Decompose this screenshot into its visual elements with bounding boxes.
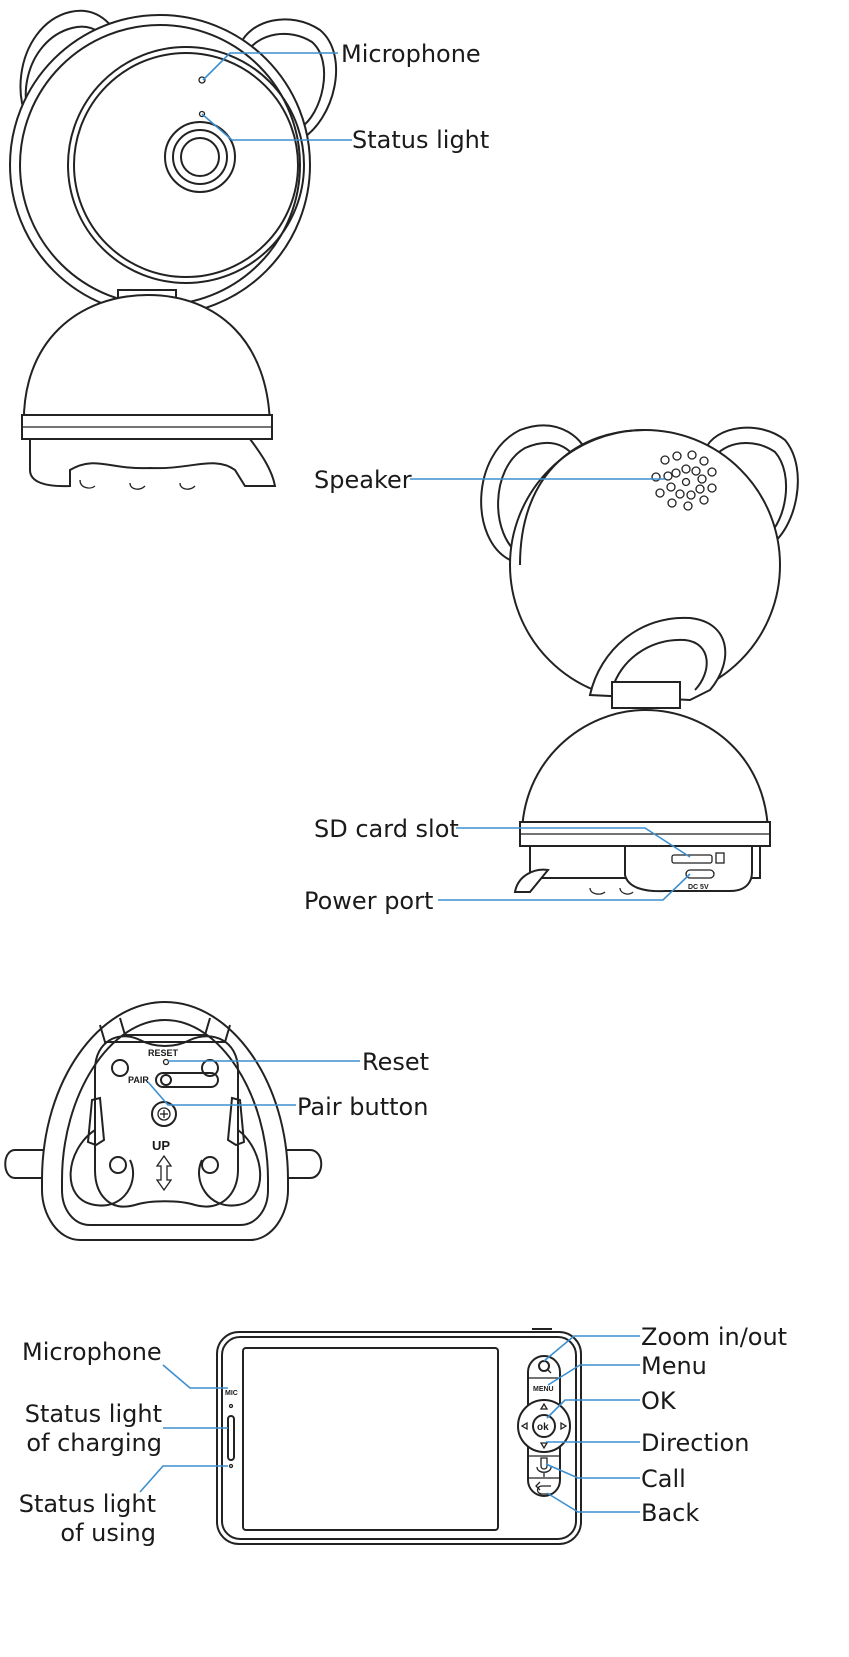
pair-switch	[160, 1074, 172, 1086]
back-callout	[546, 1492, 640, 1513]
label-back: Back	[641, 1499, 699, 1527]
monitor-mic-engraving: MIC	[225, 1390, 238, 1397]
using-light-callout	[139, 1465, 228, 1493]
menu-callout	[547, 1364, 640, 1386]
label-using-line2: of using	[60, 1519, 156, 1547]
label-pair-button: Pair button	[297, 1093, 428, 1121]
power-port-callout	[438, 873, 691, 901]
label-ok: OK	[641, 1387, 677, 1415]
call-callout	[545, 1463, 640, 1479]
power-port-engraving: DC 5V	[688, 884, 709, 891]
camera-bottom-view: RESET PAIR UP Reset Pair button	[4, 1000, 429, 1241]
monitor-view: MIC MENU ok Zoom in/out Menu OK Dire	[19, 1323, 787, 1547]
label-sd-card-slot: SD card slot	[314, 815, 459, 843]
monitor-screen	[242, 1347, 499, 1531]
call-icon	[536, 1457, 552, 1477]
up-engraving: UP	[152, 1138, 170, 1153]
front-microphone-hole	[198, 76, 206, 84]
ok-callout	[546, 1399, 640, 1419]
label-front-microphone: Microphone	[341, 40, 481, 68]
label-monitor-microphone: Microphone	[22, 1338, 162, 1366]
speaker-grille	[651, 450, 717, 511]
front-status-light-dot	[198, 110, 206, 118]
label-reset: Reset	[362, 1048, 429, 1076]
front-microphone-callout	[202, 52, 338, 81]
reset-engraving: RESET	[148, 1048, 179, 1058]
monitor-microphone-callout	[162, 1364, 228, 1389]
label-charging-line1: Status light	[25, 1400, 162, 1428]
label-direction: Direction	[641, 1429, 749, 1457]
label-using-line1: Status light	[19, 1490, 156, 1518]
zoom-callout	[543, 1335, 640, 1362]
back-icon	[535, 1481, 551, 1495]
label-zoom: Zoom in/out	[641, 1323, 787, 1351]
charging-light-bar	[227, 1415, 235, 1461]
mount-screw	[151, 1101, 177, 1127]
reset-pinhole	[162, 1058, 170, 1066]
label-menu: Menu	[641, 1352, 707, 1380]
front-status-light-callout	[201, 113, 352, 141]
label-charging-line2: of charging	[26, 1429, 162, 1457]
pair-engraving: PAIR	[128, 1075, 149, 1085]
camera-front-view: Microphone Status light	[9, 9, 489, 490]
label-call: Call	[641, 1465, 686, 1493]
pair-button-callout	[147, 1081, 296, 1106]
label-power-port: Power port	[304, 887, 433, 915]
ok-button	[532, 1414, 556, 1438]
sd-card-callout	[456, 827, 691, 858]
label-speaker: Speaker	[314, 466, 412, 494]
ok-engraving: ok	[537, 1422, 549, 1433]
label-front-status-light: Status light	[352, 126, 489, 154]
menu-engraving: MENU	[533, 1386, 554, 1393]
camera-back-view: DC 5V Speaker SD card slot Power port	[304, 424, 799, 915]
